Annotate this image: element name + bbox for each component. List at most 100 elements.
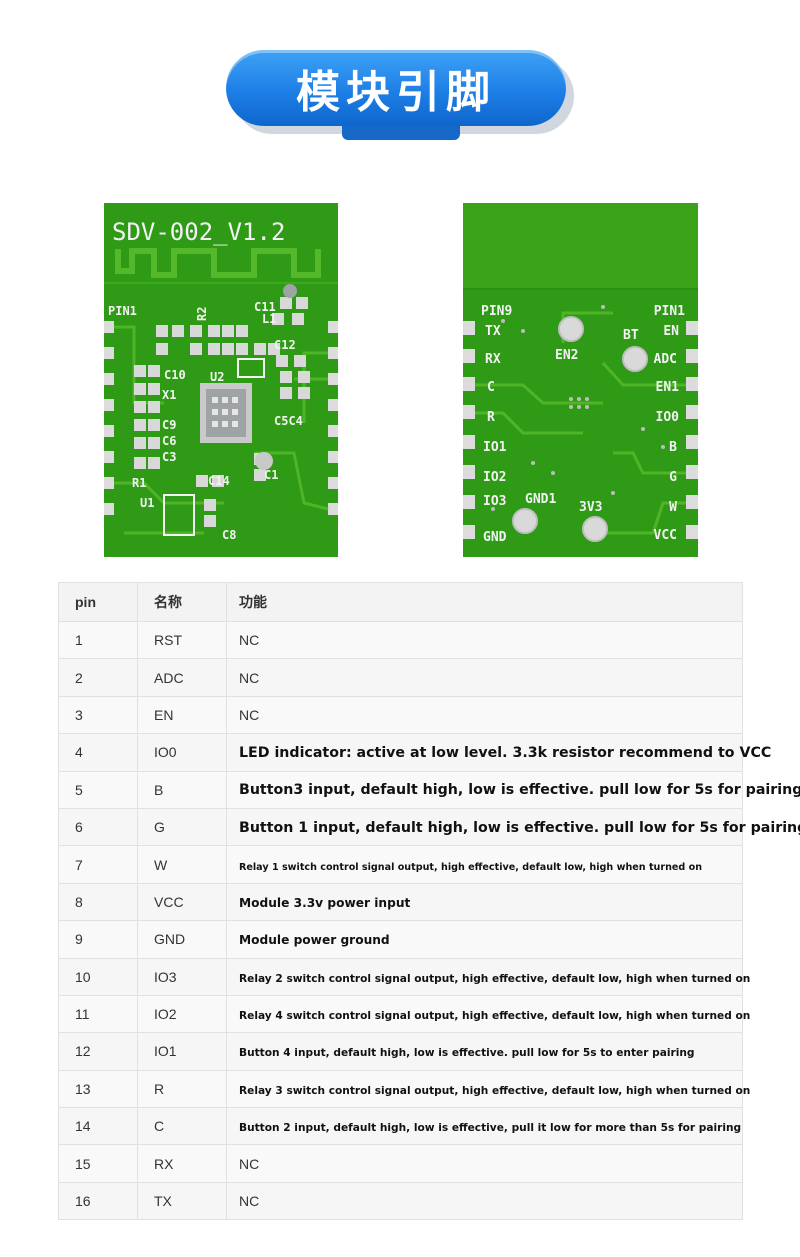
pin-function: NC [226,1181,743,1221]
svg-text:C10: C10 [164,368,186,382]
pin-number: 1 [58,620,138,660]
pin-name: W [137,845,227,884]
pin-function-text: Relay 3 switch control signal output, hi… [239,1084,751,1097]
pin-number: 9 [58,920,138,959]
pin-name: IO0 [137,733,227,772]
pcb-front-svg: SDV-002_V1.2 PIN1 R2 U2 C10 X1 C9 C6 C3 … [104,203,338,557]
pin-function-text: NC [239,632,260,649]
pin-name: IO3 [137,957,227,996]
pin-number: 8 [58,882,138,922]
pin-function-text: Module power ground [239,933,390,948]
svg-text:R1: R1 [132,476,146,490]
back-pad-0: EN2 [555,348,578,363]
svg-text:C12: C12 [274,338,296,352]
pin-function-text: Module 3.3v power input [239,895,411,910]
title-pill: 模块引脚 [226,50,566,126]
pin-name: VCC [137,882,227,922]
pin-function: Relay 2 switch control signal output, hi… [226,957,750,996]
pin-function: Button 2 input, default high, low is eff… [226,1107,743,1146]
pin-name: IO2 [137,994,227,1034]
pin-function: LED indicator: active at low level. 3.3k… [226,733,771,772]
svg-text:C6: C6 [162,434,176,448]
pin-number: 4 [58,733,138,772]
pcb-back-svg: PIN9 TX RX C R IO1 IO2 IO3 GND PIN1 EN A… [463,203,698,557]
pin-number: 2 [58,658,138,697]
back-left-pin-4: R [487,410,495,425]
pin-number: 3 [58,695,138,735]
back-right-pin-2: ADC [654,352,677,367]
pin-number: 6 [58,807,138,847]
pin-name: B [137,770,227,809]
pin-function: Button 4 input, default high, low is eff… [226,1032,743,1071]
pin-name: TX [137,1181,227,1221]
pin-function: Relay 1 switch control signal output, hi… [226,845,743,884]
pin-function: NC [226,658,743,697]
pin-function-text: Relay 1 switch control signal output, hi… [239,861,703,873]
pin-number: 11 [58,994,138,1034]
back-left-pin-5: IO1 [483,440,507,455]
pin-name: RX [137,1144,227,1183]
pin-name: GND [137,920,227,959]
pin-function-text: Relay 2 switch control signal output, hi… [239,972,751,985]
pin-name: G [137,807,227,847]
pin-function-text: NC [239,1193,260,1210]
pin-name: EN [137,695,227,735]
pin-function-text: Relay 4 switch control signal output, hi… [239,1010,751,1023]
pin-number: 13 [58,1069,138,1109]
back-right-pin-5: B [669,440,677,455]
back-right-pin-1: EN [663,324,679,339]
pin-number: 12 [58,1032,138,1071]
svg-text:C14: C14 [208,474,230,488]
back-left-pin-2: RX [485,352,501,367]
pin-number: 5 [58,770,138,809]
back-pad-2: GND1 [525,492,556,507]
pin-name: C [137,1107,227,1146]
pin-function-text: Button 1 input, default high, low is eff… [239,819,800,836]
title-banner: 模块引脚 [226,50,574,140]
pin-number: 14 [58,1107,138,1146]
pin-name: IO1 [137,1032,227,1071]
pin-function: NC [226,695,743,735]
back-pad-3: 3V3 [579,500,602,515]
svg-text:U2: U2 [210,370,224,384]
title-tab [342,126,460,140]
table-header-row: pin 名称 功能 [58,582,743,622]
back-left-pin-6: IO2 [483,470,506,485]
svg-text:C11: C11 [254,300,276,314]
back-left-pin-8: GND [483,530,507,545]
back-right-pin-3: EN1 [656,380,680,395]
svg-text:U1: U1 [140,496,154,510]
back-right-pin-4: IO0 [656,410,680,425]
pcb-back-photo: PIN9 TX RX C R IO1 IO2 IO3 GND PIN1 EN A… [463,203,698,557]
header-name: 名称 [137,582,227,622]
pin-function: NC [226,1144,743,1183]
back-left-pin-3: C [487,380,495,395]
pin-name: RST [137,620,227,660]
back-right-pin-6: G [669,470,677,485]
pin-function: Button 1 input, default high, low is eff… [226,807,800,847]
back-left-pin-1: TX [485,324,501,339]
svg-text:C1: C1 [264,468,278,482]
pin-name: R [137,1069,227,1109]
pin-number: 10 [58,957,138,996]
pin-number: 16 [58,1181,138,1221]
pin-name: ADC [137,658,227,697]
back-right-pin-8: VCC [654,528,677,543]
svg-text:R2: R2 [195,307,209,321]
svg-text:C5C4: C5C4 [274,414,303,428]
pin-function: Relay 4 switch control signal output, hi… [226,994,750,1034]
svg-text:C9: C9 [162,418,176,432]
